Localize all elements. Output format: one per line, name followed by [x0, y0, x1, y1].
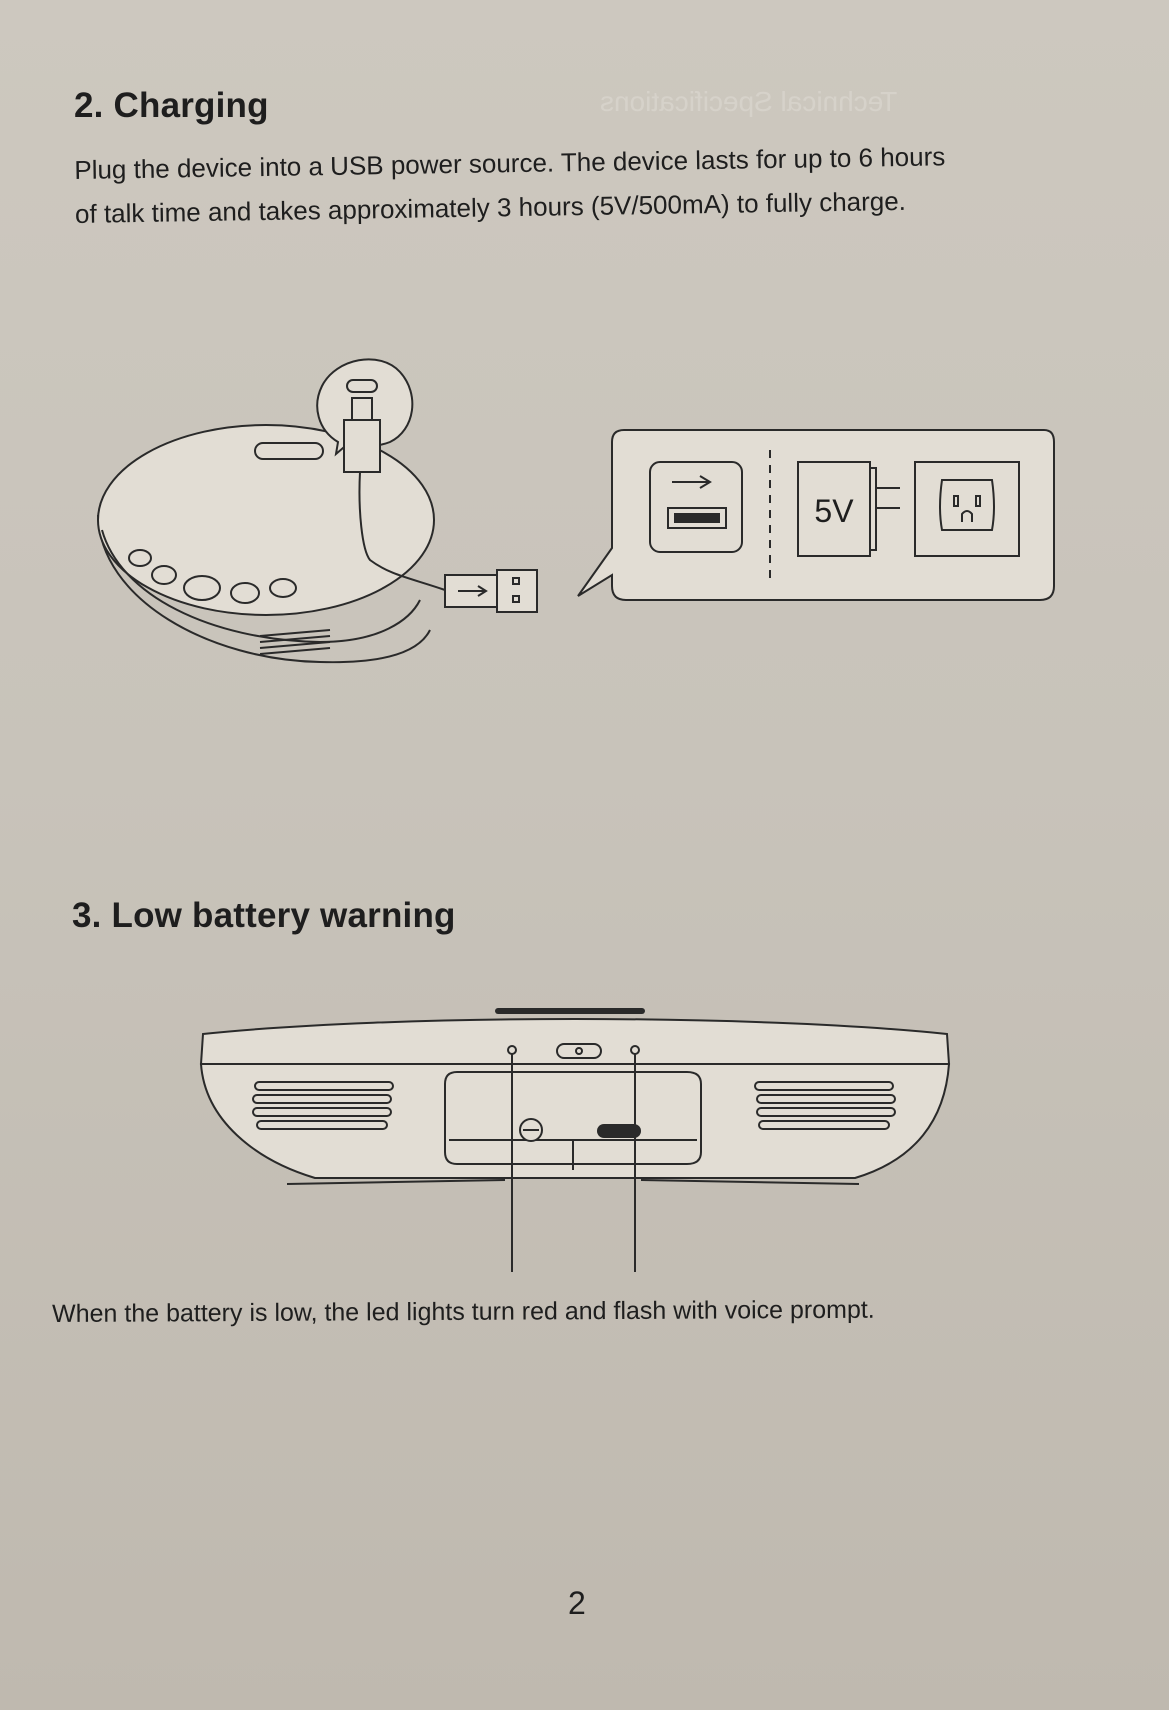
speakerphone-device	[97, 424, 435, 664]
low-battery-heading: 3. Low battery warning	[72, 896, 456, 935]
volume-up-icon	[128, 549, 152, 567]
page-number: 2	[568, 1585, 586, 1621]
charging-paragraph: Plug the device into a USB power source.…	[74, 132, 1075, 236]
usb-c-port-icon	[597, 1124, 641, 1138]
mute-icon	[230, 582, 260, 604]
bleed-through-text: Technical Specifications	[600, 86, 898, 117]
volume-down-icon	[151, 565, 177, 585]
right-grille-icon	[754, 1081, 896, 1130]
led-strip-icon	[254, 442, 324, 460]
usb-cable	[358, 471, 446, 591]
control-buttons	[128, 549, 297, 604]
charging-heading: 2. Charging	[74, 86, 269, 125]
power-source-panel: 5V	[577, 429, 1055, 601]
usb-c-callout	[316, 358, 414, 473]
usb-c-plug-icon	[351, 397, 373, 421]
call-icon	[269, 578, 297, 598]
left-grille-icon	[252, 1081, 394, 1130]
status-led-icon	[556, 1043, 602, 1059]
device-bottom-illustration	[199, 1008, 951, 1272]
charging-illustration: 5V	[97, 358, 1055, 664]
wall-outlet-icon	[914, 461, 1020, 557]
device-bottom-view	[199, 1008, 951, 1272]
usb-a-connector	[444, 569, 538, 613]
mic-icon	[183, 575, 221, 601]
usb-c-port-icon	[346, 379, 378, 393]
adapter-voltage-label: 5V	[814, 493, 854, 529]
low-battery-paragraph: When the battery is low, the led lights …	[52, 1295, 875, 1328]
speaker-grille-icon	[259, 629, 331, 655]
usb-symbol-icon	[458, 585, 488, 597]
